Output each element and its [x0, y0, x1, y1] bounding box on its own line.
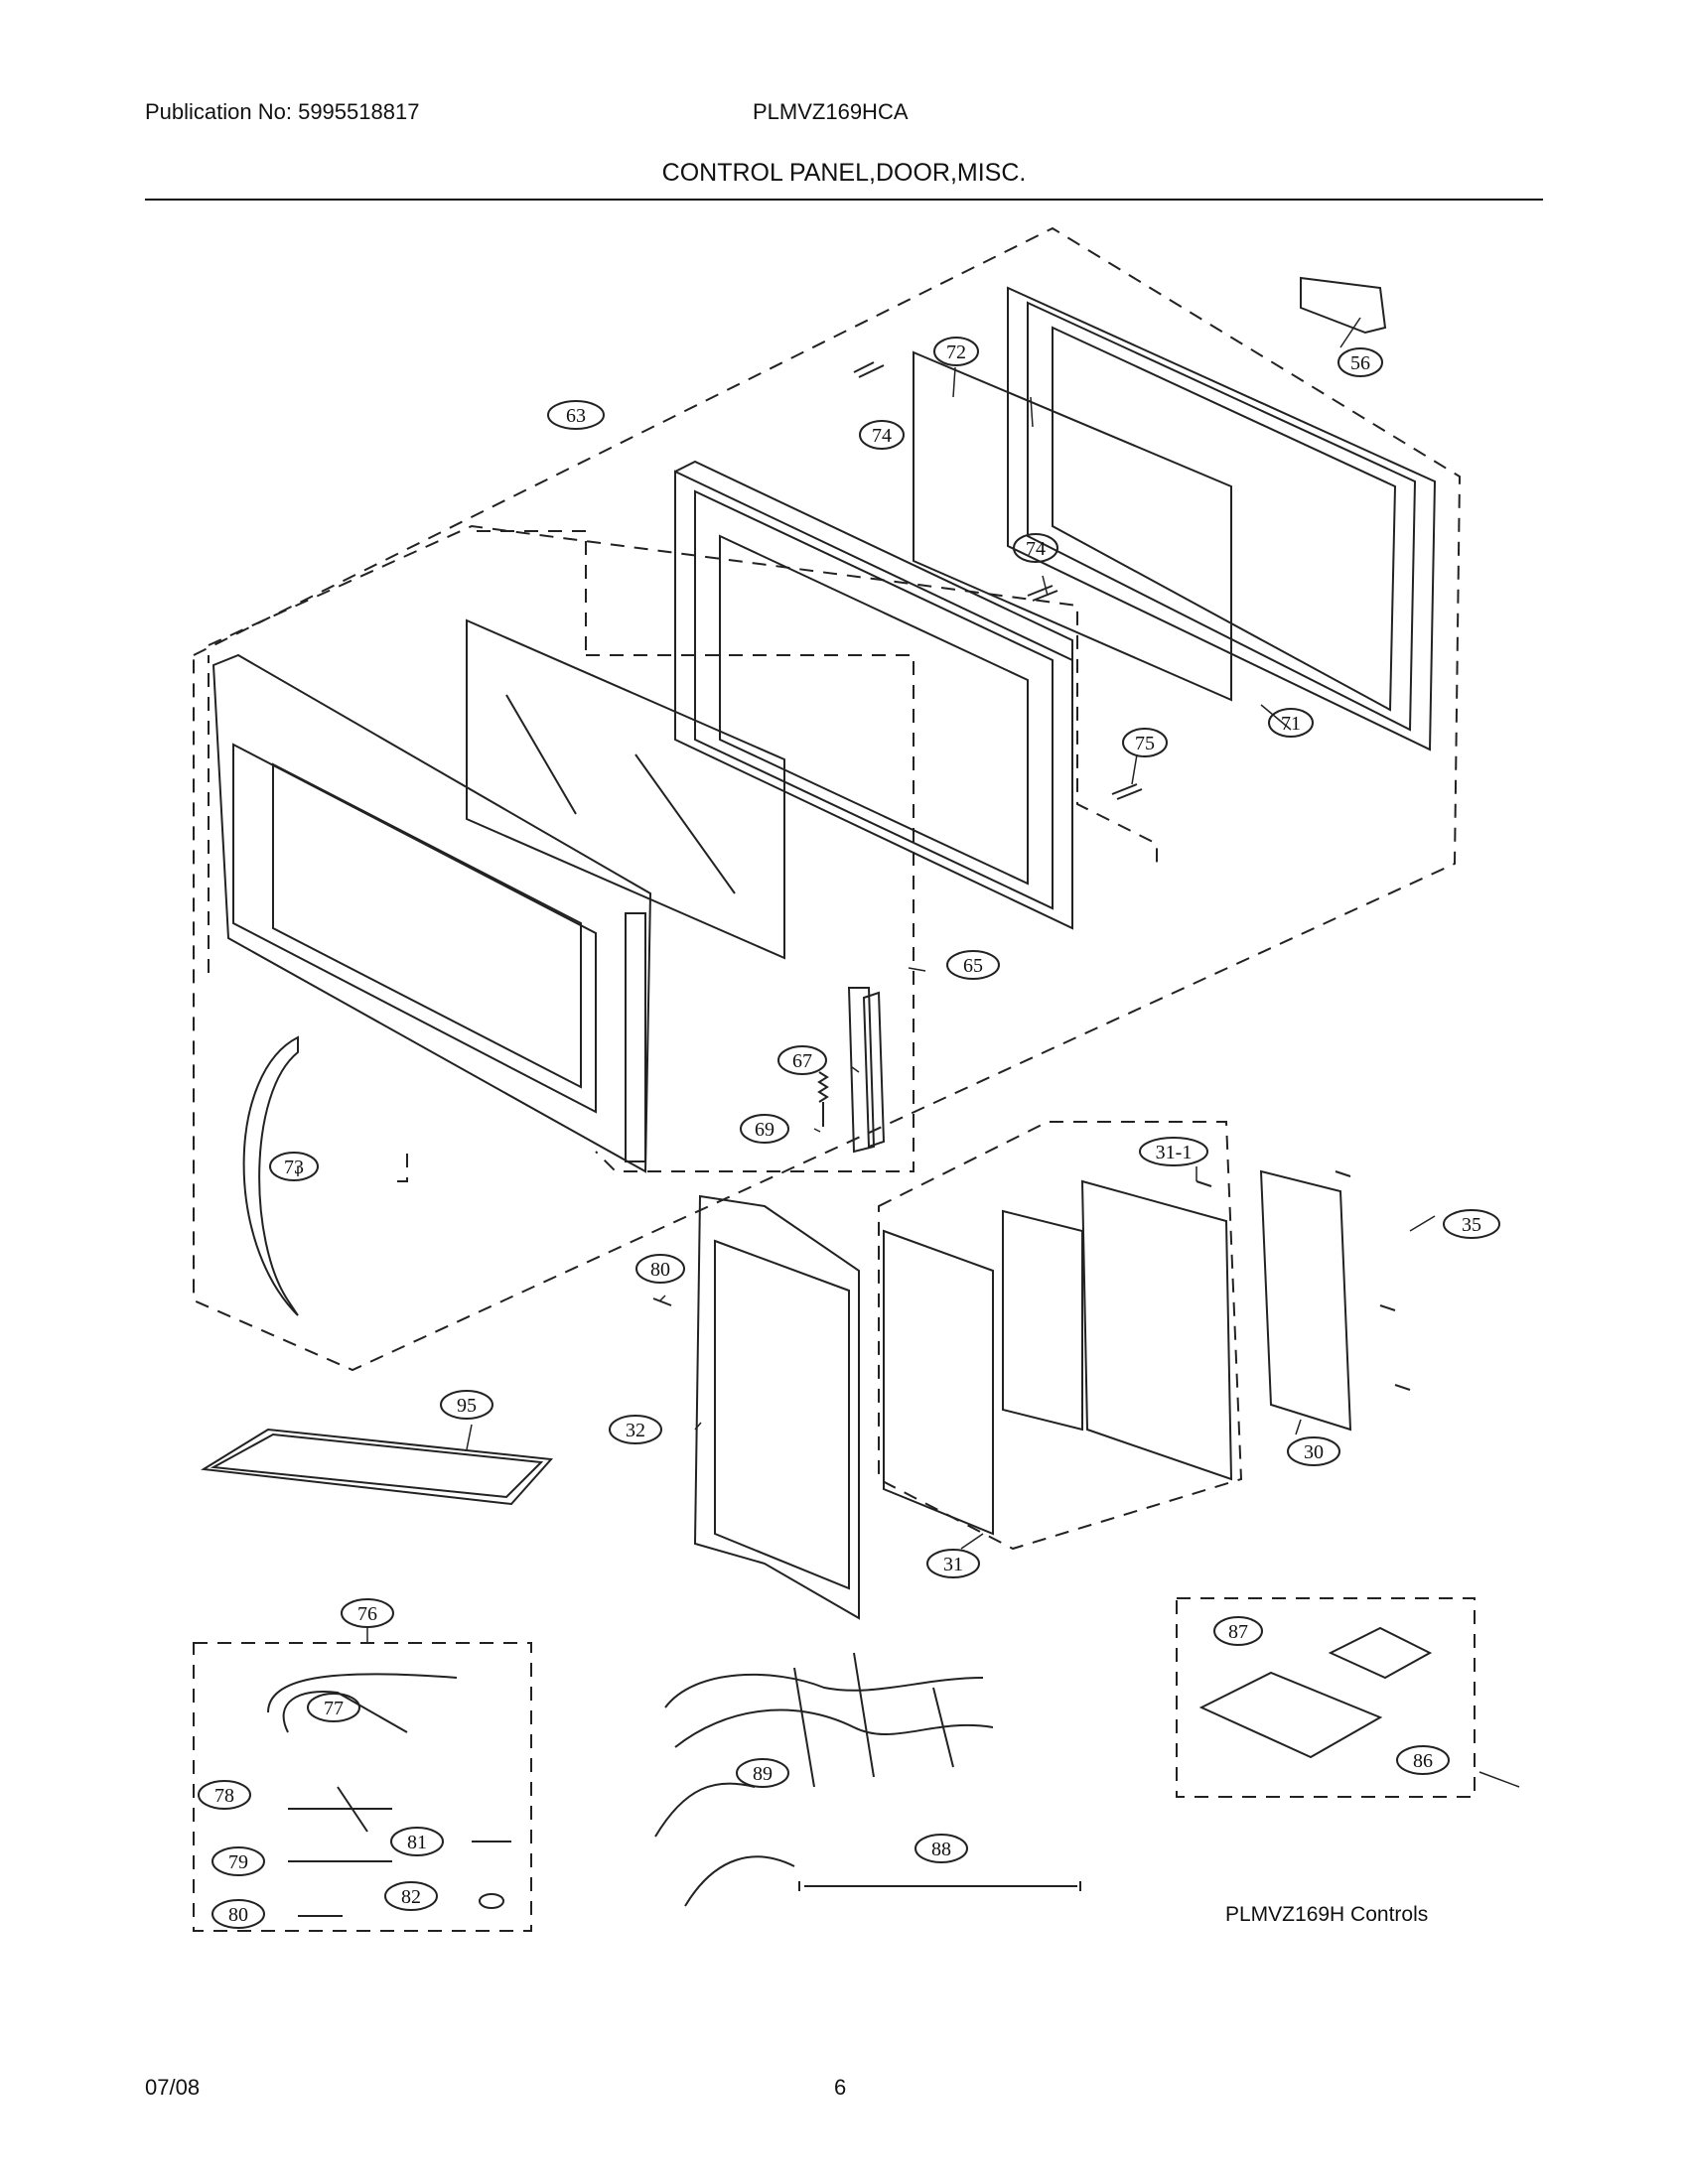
- owners-manual: [1198, 1671, 1383, 1759]
- door-inner-outline: [208, 524, 1158, 864]
- callout-89: 89: [736, 1758, 789, 1788]
- callout-31-1: 31-1: [1139, 1137, 1208, 1166]
- svg-text:88: 88: [931, 1839, 951, 1860]
- choke-assembly-outline: [586, 654, 914, 1172]
- callout-87: 87: [1213, 1616, 1263, 1646]
- svg-text:32: 32: [626, 1420, 645, 1441]
- svg-text:78: 78: [214, 1785, 234, 1807]
- mounting-hardware: [288, 1786, 511, 1917]
- callout-75: 75: [1122, 728, 1168, 757]
- control-panel-outline: [878, 1121, 1243, 1551]
- callout-74b: 74: [1013, 533, 1058, 563]
- callout-88: 88: [914, 1834, 968, 1863]
- svg-text:30: 30: [1304, 1441, 1324, 1463]
- callout-35: 35: [1443, 1209, 1500, 1239]
- callout-72: 72: [933, 337, 979, 366]
- callout-31: 31: [926, 1549, 980, 1578]
- callout-86: 86: [1396, 1745, 1450, 1775]
- control-panel-sheet: [1002, 1209, 1083, 1432]
- callout-30: 30: [1287, 1436, 1340, 1466]
- door-handle: [242, 1035, 299, 1316]
- latch-spring: [817, 1071, 829, 1127]
- callout-80a: 80: [635, 1254, 685, 1284]
- svg-text:80: 80: [650, 1259, 670, 1281]
- svg-text:81: 81: [407, 1832, 427, 1853]
- door-assembly-outline: [193, 226, 1462, 1372]
- footer-date: 07/08: [145, 2075, 201, 2100]
- door-choke-frame: [674, 460, 1073, 930]
- assembly-boundaries: [193, 226, 1476, 1932]
- model-number: PLMVZ169HCA: [753, 99, 909, 124]
- svg-text:69: 69: [755, 1119, 774, 1141]
- svg-text:71: 71: [1281, 713, 1301, 735]
- control-panel-frame: [693, 1194, 860, 1620]
- svg-text:76: 76: [357, 1603, 377, 1625]
- hinge-bracket: [1300, 276, 1387, 335]
- outer-door-panel: [211, 653, 652, 1173]
- svg-text:31: 31: [943, 1554, 963, 1575]
- callout-77: 77: [307, 1693, 360, 1722]
- page-number: 6: [834, 2075, 847, 2100]
- svg-text:79: 79: [228, 1851, 248, 1873]
- jumper-lead: [798, 1881, 1081, 1891]
- callout-79: 79: [211, 1846, 265, 1876]
- svg-text:63: 63: [566, 405, 586, 427]
- svg-text:74: 74: [1026, 538, 1046, 560]
- duct-gasket: [267, 1673, 458, 1733]
- door-latch: [847, 987, 886, 1154]
- callout-76: 76: [341, 1598, 394, 1628]
- callout-73: 73: [269, 1152, 319, 1181]
- section-title: CONTROL PANEL,DOOR,MISC.: [661, 159, 1027, 187]
- header-rule: [145, 199, 1543, 201]
- callout-69: 69: [740, 1114, 789, 1144]
- door-panel-frame: [1007, 286, 1437, 751]
- svg-text:35: 35: [1462, 1214, 1481, 1236]
- svg-text:86: 86: [1413, 1750, 1433, 1772]
- control-circuit-board: [1259, 1169, 1352, 1432]
- control-panel-film: [883, 1229, 994, 1536]
- wire-harness: [654, 1652, 994, 1907]
- callout-74a: 74: [859, 420, 905, 450]
- callout-82: 82: [384, 1881, 438, 1911]
- diagram-caption: PLMVZ169H Controls: [1225, 1903, 1429, 1926]
- callout-32: 32: [609, 1415, 662, 1444]
- callout-71: 71: [1268, 708, 1314, 738]
- oven-rack: [201, 1428, 554, 1506]
- callout-56: 56: [1337, 347, 1383, 377]
- door-screen: [913, 350, 1232, 702]
- svg-text:65: 65: [963, 955, 983, 977]
- publication-number: Publication No: 5995518817: [145, 99, 420, 124]
- svg-text:74: 74: [872, 425, 892, 447]
- mounting-kit-outline: [193, 1642, 532, 1932]
- control-panel-bracket: [1080, 1179, 1233, 1481]
- callout-81: 81: [390, 1827, 444, 1856]
- svg-text:89: 89: [753, 1763, 773, 1785]
- svg-text:67: 67: [792, 1050, 812, 1072]
- callout-67: 67: [777, 1045, 827, 1075]
- svg-text:73: 73: [284, 1157, 304, 1178]
- callout-80b: 80: [211, 1899, 265, 1929]
- callout-63: 63: [547, 400, 605, 430]
- svg-text:56: 56: [1350, 352, 1370, 374]
- svg-text:80: 80: [228, 1904, 248, 1926]
- svg-text:82: 82: [401, 1886, 421, 1908]
- svg-text:95: 95: [457, 1395, 477, 1417]
- svg-text:75: 75: [1135, 733, 1155, 754]
- callout-65: 65: [946, 950, 1000, 980]
- leader-lines: [297, 317, 1520, 1788]
- installation-sheet: [1328, 1626, 1433, 1680]
- svg-text:77: 77: [324, 1698, 344, 1719]
- choke-group-outline: [208, 530, 587, 1182]
- screws: [652, 361, 1411, 1391]
- svg-text:87: 87: [1228, 1621, 1248, 1643]
- callout-78: 78: [198, 1780, 251, 1810]
- manual-kit-outline: [1176, 1597, 1476, 1798]
- svg-text:31-1: 31-1: [1156, 1142, 1193, 1163]
- door-glass: [466, 618, 785, 960]
- svg-text:72: 72: [946, 341, 966, 363]
- callout-95: 95: [440, 1390, 493, 1420]
